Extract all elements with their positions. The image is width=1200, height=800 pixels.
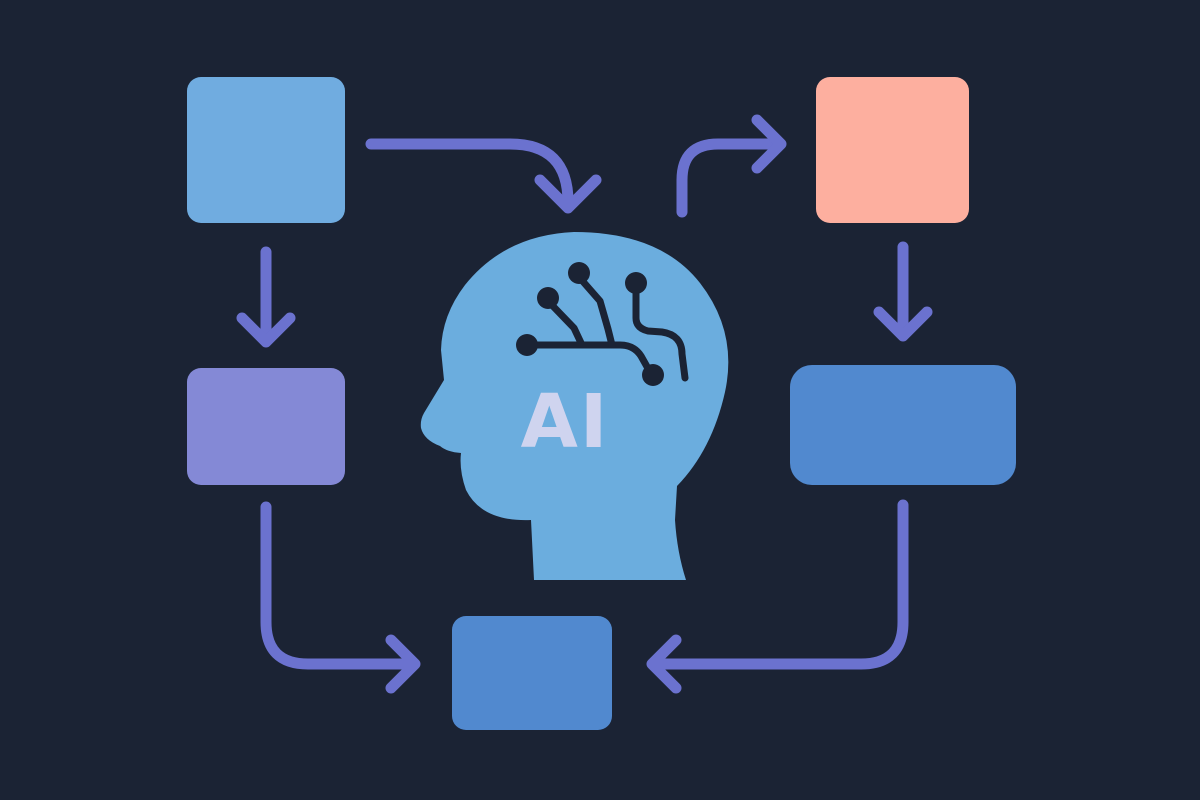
process-box-top-left (187, 77, 345, 223)
arrow-head-to-top-right (676, 114, 787, 218)
process-box-mid-left (187, 368, 345, 485)
arrow-top-left-to-mid-left (236, 246, 296, 348)
process-box-bottom (452, 616, 612, 730)
ai-head-icon (420, 232, 729, 580)
process-box-top-right (816, 77, 969, 223)
ai-label: AI (520, 379, 610, 465)
arrow-mid-left-to-bottom (260, 501, 421, 694)
arrow-mid-right-to-bottom (646, 499, 909, 694)
arrow-top-left-to-head (365, 138, 602, 214)
circuit-icon (516, 262, 689, 386)
process-box-mid-right (790, 365, 1016, 485)
arrow-top-right-to-mid-right (873, 241, 933, 342)
